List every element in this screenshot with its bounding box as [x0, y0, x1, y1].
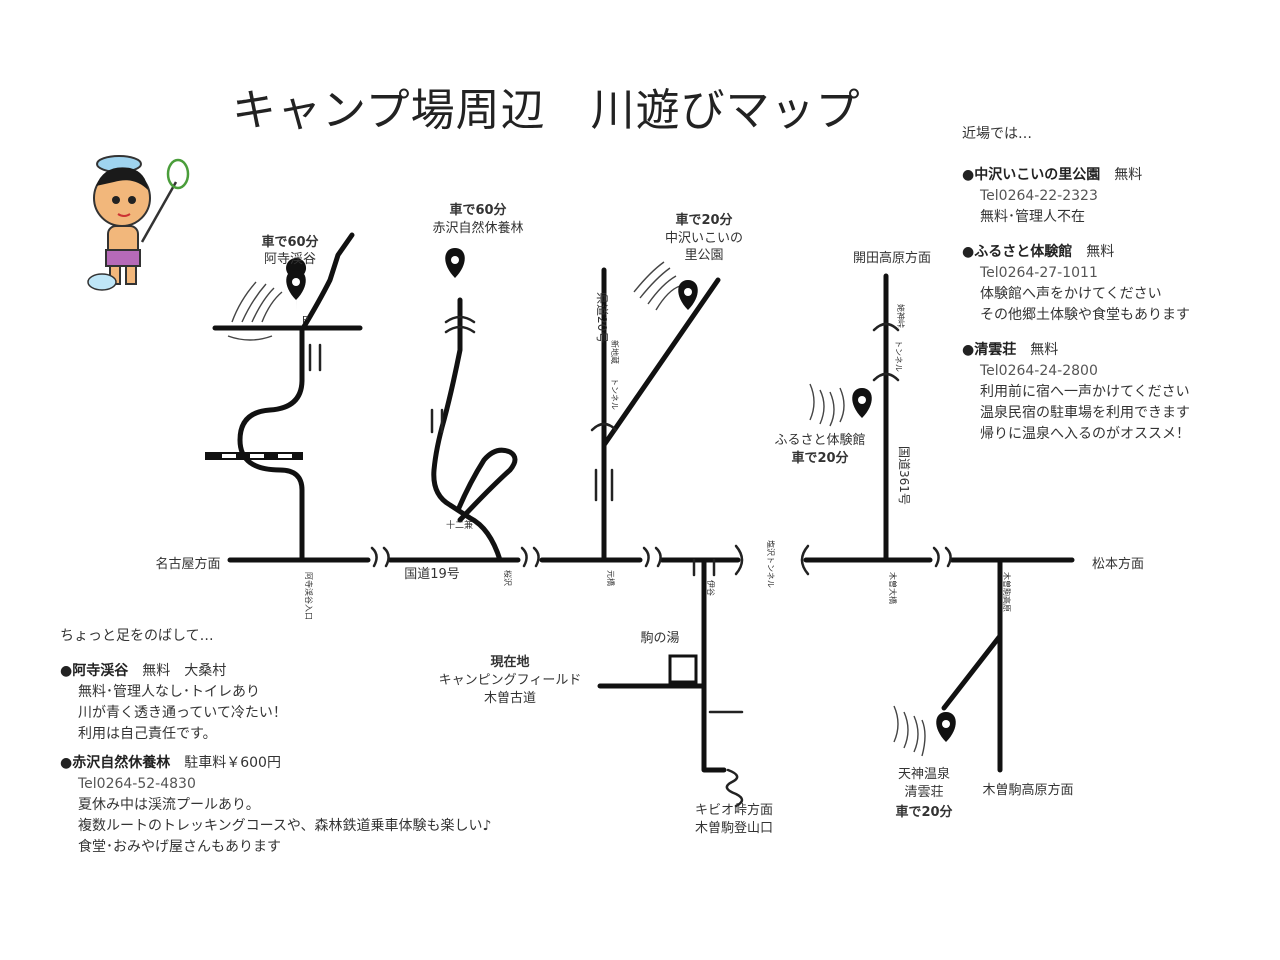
kemori-label: 桜沢: [503, 570, 513, 586]
nearby-item-name: ●清雲荘: [962, 342, 1017, 358]
nearby-item-tel: Tel0264-22-2323: [980, 188, 1098, 204]
kisokoma-entrance-label: 木曽駒高原: [1002, 572, 1012, 612]
farther-info: ちょっと足をのばして… ●阿寺渓谷 無料 大桑村 無料･管理人なし･トイレあり …: [60, 626, 620, 858]
nearby-item-tel: Tel0264-24-2800: [980, 363, 1098, 379]
tenjin-name-label: 天神温泉: [898, 766, 950, 782]
farther-item-name: ●赤沢自然休養林: [60, 755, 171, 771]
farther-item-note: 川が青く透き通っていて冷たい！: [78, 705, 287, 721]
seiunso-name-label: 清雲荘: [904, 785, 943, 800]
atera-entrance-label: 阿寺渓谷入口: [304, 572, 314, 620]
route-19-label: 国道19号: [404, 567, 460, 582]
nearby-item-name: ●ふるさと体験館: [962, 244, 1073, 260]
nearby-item-note: 利用前に宿へ一声かけてください: [980, 384, 1190, 400]
kiso-ohashi-label: 木曽大橋: [888, 572, 898, 604]
juniken-label: 十二兼: [446, 519, 473, 531]
current-location-label: 現在地: [490, 654, 529, 670]
kisokoma-trailhead-label: 木曽駒登山口: [695, 821, 773, 836]
kisoma-direction-label: 木曽駒高原方面: [982, 782, 1073, 798]
nakazawa-time-label: 車で20分: [675, 212, 732, 228]
atera-road: [237, 327, 305, 563]
farther-item-note: 食堂･おみやげ屋さんもあります: [78, 839, 281, 855]
nearby-item-name: ●中沢いこいの里公園: [962, 167, 1101, 183]
nearby-item-tel: Tel0264-27-1011: [980, 265, 1098, 281]
nakazawa-name-label-2: 里公園: [684, 248, 723, 263]
furusato-river-hatching: [809, 383, 845, 427]
tenjin-river-hatching: [893, 705, 926, 757]
nearby-item: ●ふるさと体験館 無料 Tel0264-27-1011 体験館へ声をかけてくださ…: [962, 242, 1262, 326]
tunnel-label: トンネル: [894, 340, 903, 372]
nakazawa-name-label: 中沢いこいの: [665, 231, 743, 246]
furusato-name-label: ふるさと体験館: [774, 433, 865, 448]
tenjin-time-label: 車で20分: [895, 804, 952, 820]
furusato-time-label: 車で20分: [791, 450, 848, 466]
shinjizo-label: 新地蔵: [610, 340, 620, 364]
matsumoto-direction-label: 松本方面: [1092, 556, 1144, 572]
map-title: キャンプ場周辺 川遊びマップ: [232, 85, 861, 136]
pref-road-20-label: 県道20号: [595, 292, 609, 343]
farther-item-note: 夏休み中は渓流プールあり。: [78, 797, 260, 813]
komanoyu-building: [668, 654, 698, 684]
ikeya-label: 伊谷: [706, 580, 716, 596]
camp-name-label: キャンピングフィールド: [439, 673, 582, 688]
akasawa-time-label: 車で60分: [449, 202, 506, 218]
farther-heading: ちょっと足をのばして…: [60, 628, 214, 644]
road-break-marks: [370, 544, 952, 576]
nearby-heading: 近場では…: [962, 126, 1032, 142]
atera-time-label: 車で60分: [261, 234, 318, 250]
farther-item-note: 利用は自己責任です。: [78, 726, 217, 742]
atera-valley-hatching: [227, 281, 283, 341]
farther-item-tel: Tel0264-52-4830: [78, 776, 196, 792]
ohashi-label: 元橋: [606, 570, 616, 586]
nearby-item: ●清雲荘 無料 Tel0264-24-2800 利用前に宿へ一声かけてください …: [962, 340, 1262, 445]
nagoya-direction-label: 名古屋方面: [155, 556, 220, 572]
nearby-item-note: 無料･管理人不在: [980, 209, 1085, 225]
kibio-winding-road: [725, 768, 744, 808]
nearby-item-fee: 無料: [1114, 167, 1143, 183]
tenjin-branch-road: [941, 633, 1003, 711]
farther-item-fee: 駐車料￥600円: [184, 755, 281, 771]
nearby-info: 近場では… ●中沢いこいの里公園 無料 Tel0264-22-2323 無料･管…: [962, 124, 1262, 445]
nearby-item-note: 温泉民宿の駐車場を利用できます: [980, 405, 1190, 421]
nearby-item-note: 体験館へ声をかけてください: [980, 286, 1162, 302]
nearby-item-note: 帰りに温泉へ入るのがオススメ！: [980, 426, 1190, 442]
nakazawa-branch-road: [601, 277, 721, 448]
nearby-item-note: その他郷土体験や食堂もあります: [980, 307, 1190, 323]
nearby-item-fee: 無料: [1030, 342, 1059, 358]
camp-name-label-2: 木曽古道: [484, 691, 536, 706]
boy-mascot-illustration: [87, 155, 190, 291]
tunnel-label: トンネル: [610, 378, 619, 410]
farther-item-note: 無料･管理人なし･トイレあり: [78, 684, 260, 700]
pass-label: 姥神峠: [896, 304, 906, 328]
akasawa-name-label: 赤沢自然休養林: [432, 220, 523, 236]
farther-item-note: 複数ルートのトレッキングコースや、森林鉄道乗車体験も楽しい♪: [78, 818, 492, 834]
nearby-item-fee: 無料: [1086, 244, 1115, 260]
nakazawa-river-hatching: [633, 261, 681, 311]
kibio-direction-label: キビオ峠方面: [695, 802, 773, 818]
atera-river-road: [299, 232, 355, 333]
parking-label: P: [302, 315, 308, 326]
akasawa-road: [431, 297, 503, 563]
farther-item: ●赤沢自然休養林 駐車料￥600円 Tel0264-52-4830 夏休み中は渓…: [60, 753, 620, 858]
shiozawa-tunnel-label: 塩沢トンネル: [766, 540, 776, 588]
farther-item: ●阿寺渓谷 無料 大桑村 無料･管理人なし･トイレあり 川が青く透き通っていて冷…: [60, 661, 620, 745]
akasawa-loop: [455, 447, 518, 523]
ikeya-road: [701, 557, 727, 773]
kaida-direction-label: 開田高原方面: [853, 250, 931, 266]
atera-name-label: 阿寺渓谷: [264, 252, 316, 267]
farther-item-fee: 無料 大桑村: [142, 663, 227, 679]
farther-item-name: ●阿寺渓谷: [60, 663, 129, 679]
route-361-label: 国道361号: [897, 446, 911, 505]
nearby-item: ●中沢いこいの里公園 無料 Tel0264-22-2323 無料･管理人不在: [962, 165, 1262, 228]
komanoyu-label: 駒の湯: [640, 631, 679, 646]
